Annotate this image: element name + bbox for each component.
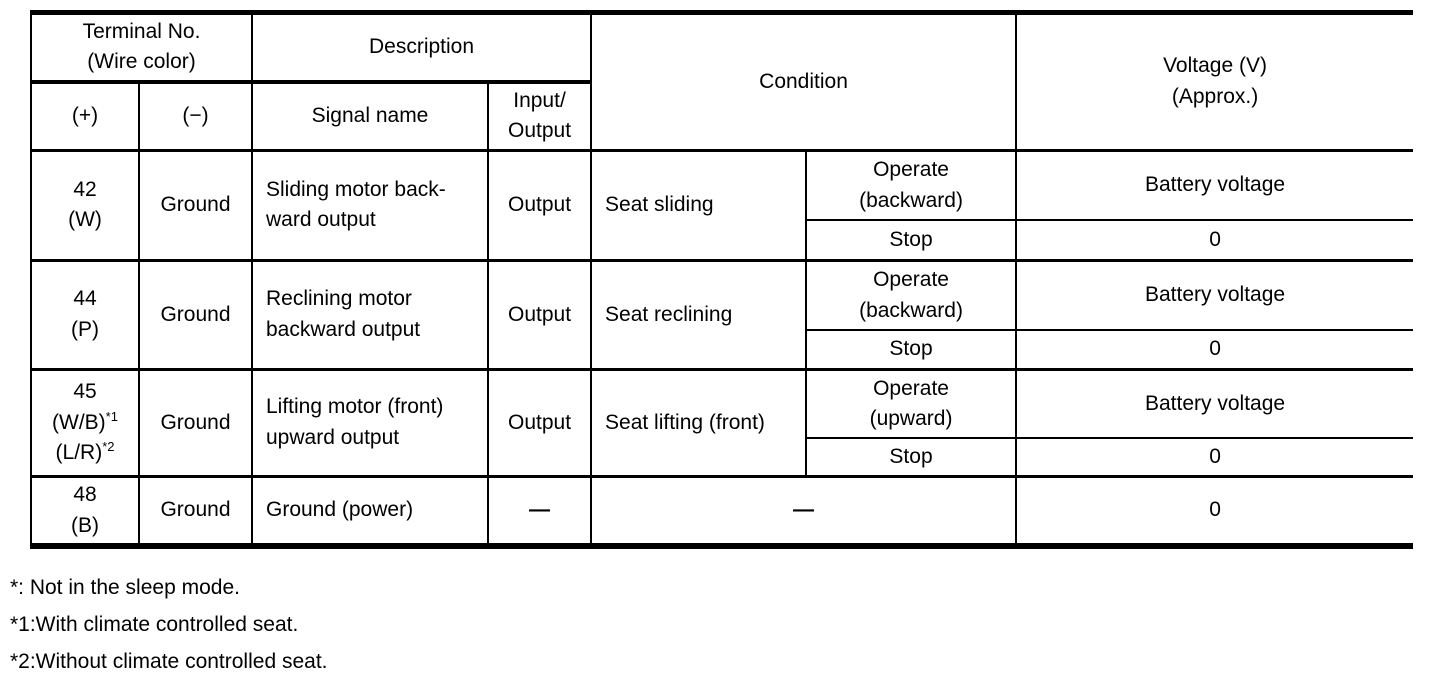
terminal-42-ground: Ground <box>138 148 253 262</box>
terminal-44-condition: Seat reclining <box>590 258 808 371</box>
terminal-45-wire-color-1: (W/B) <box>52 410 106 434</box>
terminal-42-io: Output <box>486 148 593 262</box>
header-input-output: Input/ Output <box>486 80 593 152</box>
terminal-42-signal: Sliding motor back- ward output <box>251 148 489 262</box>
terminal-48-ground: Ground <box>138 474 253 548</box>
header-condition: Condition <box>590 11 1018 152</box>
header-terminal-no: Terminal No. (Wire color) <box>30 11 253 84</box>
terminal-48-io: — <box>486 474 593 548</box>
header-terminal-minus: (−) <box>138 80 253 152</box>
terminal-45-state-stop: Stop <box>805 437 1018 478</box>
terminal-45-condition: Seat lifting (front) <box>590 367 808 478</box>
terminal-48-cell: 48 (B) <box>30 474 140 548</box>
terminal-voltage-table: Terminal No. (Wire color) Description Co… <box>30 10 1414 550</box>
header-description: Description <box>250 11 593 84</box>
terminal-42-state-operate: Operate (backward) <box>805 148 1018 222</box>
header-voltage: Voltage (V) (Approx.) <box>1015 11 1414 152</box>
terminal-44-signal: Reclining motor backward output <box>251 258 489 371</box>
terminal-44-voltage-operate: Battery voltage <box>1015 258 1414 332</box>
terminal-48-condition: — <box>590 474 1018 548</box>
terminal-48-voltage: 0 <box>1015 474 1414 548</box>
footnote-ref-1: *1 <box>105 408 118 424</box>
terminal-45-ground: Ground <box>138 367 253 478</box>
terminal-45-cell: 45 (W/B)*1(L/R)*2 <box>30 367 140 478</box>
footnotes: *: Not in the sleep mode. *1:With climat… <box>10 576 327 687</box>
terminal-42-cell: 42 (W) <box>30 148 140 262</box>
header-terminal-plus: (+) <box>30 80 140 152</box>
terminal-42-voltage-stop: 0 <box>1015 219 1414 262</box>
footnote-ref-2: *2 <box>102 438 115 454</box>
terminal-48-signal: Ground (power) <box>251 474 489 548</box>
terminal-44-state-stop: Stop <box>805 329 1018 371</box>
terminal-45-signal: Lifting motor (front) upward output <box>251 367 489 478</box>
footnote-sleep-mode: *: Not in the sleep mode. <box>10 576 240 599</box>
terminal-42-voltage-operate: Battery voltage <box>1015 148 1414 222</box>
terminal-45-voltage-stop: 0 <box>1015 437 1414 478</box>
terminal-42-condition: Seat sliding <box>590 148 808 262</box>
terminal-44-cell: 44 (P) <box>30 258 140 371</box>
terminal-44-io: Output <box>486 258 593 371</box>
terminal-45-state-operate: Operate (upward) <box>805 367 1018 440</box>
footnote-with-climate-seat: *1:With climate controlled seat. <box>10 613 299 637</box>
terminal-44-ground: Ground <box>138 258 253 371</box>
terminal-44-voltage-stop: 0 <box>1015 329 1414 371</box>
footnote-without-climate-seat: *2:Without climate controlled seat. <box>10 650 328 674</box>
header-signal-name: Signal name <box>251 80 489 152</box>
terminal-45-number: 45 <box>73 380 97 404</box>
terminal-45-io: Output <box>486 367 593 478</box>
terminal-45-wire-color-2: (L/R) <box>55 440 103 464</box>
terminal-42-state-stop: Stop <box>805 219 1018 262</box>
terminal-45-voltage-operate: Battery voltage <box>1015 367 1414 440</box>
terminal-44-state-operate: Operate (backward) <box>805 258 1018 332</box>
